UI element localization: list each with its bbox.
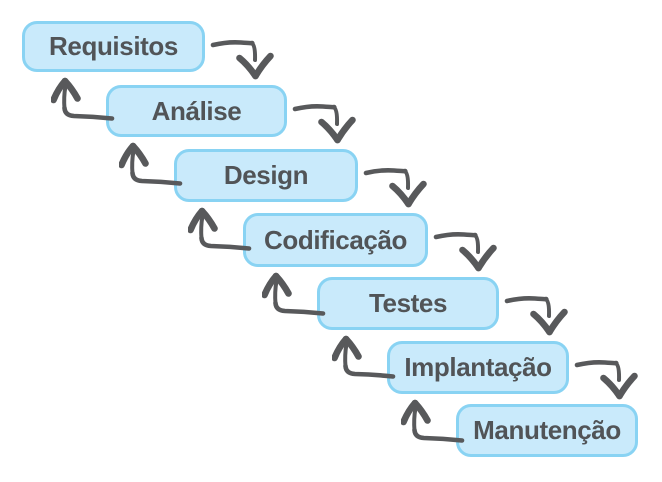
stage-label: Codificação (264, 224, 407, 255)
forward-arrow-icon (433, 228, 497, 274)
forward-arrow-icon (292, 100, 356, 146)
stage-box-manutencao: Manutenção (456, 404, 638, 457)
stage-box-requisitos: Requisitos (22, 21, 205, 72)
stage-box-implantacao: Implantação (387, 341, 569, 394)
forward-arrow-icon (210, 36, 274, 82)
feedback-arrow-icon (188, 207, 252, 253)
stage-box-testes: Testes (317, 277, 499, 330)
forward-arrow-icon (363, 164, 427, 210)
stage-label: Implantação (404, 352, 552, 382)
stage-box-codificacao: Codificação (243, 213, 428, 267)
forward-arrow-icon (504, 292, 568, 338)
feedback-arrow-icon (262, 272, 326, 318)
stage-label: Análise (151, 95, 242, 126)
stage-box-analise: Análise (106, 85, 287, 137)
feedback-arrow-icon (119, 142, 183, 188)
stage-label: Requisitos (49, 31, 178, 61)
stage-label: Testes (368, 288, 448, 318)
stage-label: Manutenção (473, 415, 621, 445)
feedback-arrow-icon (401, 399, 465, 445)
feedback-arrow-icon (51, 77, 115, 123)
stage-label: Design (223, 160, 309, 190)
forward-arrow-icon (574, 356, 638, 402)
stage-box-design: Design (174, 149, 358, 202)
feedback-arrow-icon (332, 335, 396, 381)
